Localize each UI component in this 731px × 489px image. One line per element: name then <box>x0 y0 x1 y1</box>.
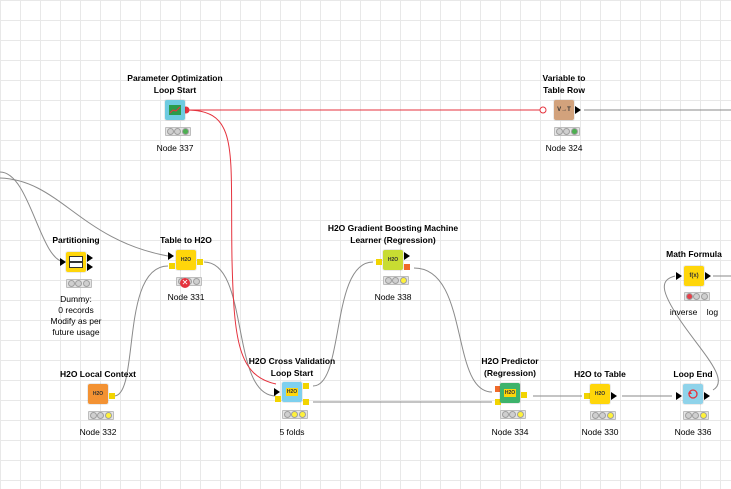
h2o-input-port[interactable] <box>495 399 501 405</box>
status-traffic-light <box>683 411 709 420</box>
output-port-top[interactable] <box>87 254 93 262</box>
status-traffic-light <box>66 279 92 288</box>
variable-to-table-icon[interactable]: V→T <box>554 100 574 120</box>
h2o-input-port[interactable] <box>376 259 382 265</box>
h2o-output-port[interactable] <box>197 259 203 265</box>
wire-input-to-table-to-h2o[interactable] <box>0 177 169 257</box>
input-port[interactable] <box>676 392 682 400</box>
node-label[interactable]: Node 337 <box>156 143 194 153</box>
node-annotation[interactable]: inverse log <box>669 307 719 317</box>
h2o-output-port[interactable] <box>521 392 527 398</box>
h2o-input-port[interactable] <box>275 396 281 402</box>
status-traffic-light <box>684 292 710 301</box>
wire-input-to-partitioning[interactable] <box>0 171 66 263</box>
h2o-input-port[interactable] <box>584 393 590 399</box>
h2o-icon[interactable]: H2O <box>176 250 196 270</box>
node-title: Table to H2O <box>160 235 212 245</box>
output-port[interactable] <box>704 392 710 400</box>
status-traffic-light <box>383 276 409 285</box>
node-annotation[interactable]: 5 folds <box>279 427 305 437</box>
output-port[interactable] <box>705 272 711 280</box>
status-traffic-light <box>554 127 580 136</box>
output-port[interactable] <box>575 106 581 114</box>
status-traffic-light <box>282 410 308 419</box>
node-title: H2O Local Context <box>59 369 137 379</box>
input-port[interactable] <box>274 388 280 396</box>
h2o-context-port[interactable] <box>169 263 175 269</box>
node-title: Partitioning <box>52 235 100 245</box>
cross-validation-icon[interactable]: H2O <box>282 382 302 402</box>
node-label[interactable]: Node 338 <box>374 292 412 302</box>
node-label[interactable]: Node 334 <box>491 427 529 437</box>
node-label[interactable]: Node 336 <box>674 427 712 437</box>
partition-split-icon[interactable] <box>66 252 86 272</box>
h2o-icon[interactable]: H2O <box>590 384 610 404</box>
node-label[interactable]: Node 332 <box>79 427 117 437</box>
status-traffic-light <box>165 127 191 136</box>
node-label[interactable]: Node 324 <box>545 143 583 153</box>
flowvar-param-to-cv[interactable] <box>185 109 277 385</box>
input-port[interactable] <box>676 272 682 280</box>
node-title: Math Formula <box>666 249 722 259</box>
node-title: Loop End <box>673 369 713 379</box>
output-port[interactable] <box>611 392 617 400</box>
output-port-bottom[interactable] <box>87 263 93 271</box>
model-output-port[interactable] <box>404 264 410 270</box>
flowvar-in-port[interactable] <box>539 106 547 114</box>
error-icon[interactable]: ✕ <box>180 278 190 288</box>
status-traffic-light <box>88 411 114 420</box>
wire-gbm-to-predictor[interactable] <box>413 267 493 393</box>
h2o-icon[interactable]: H2O <box>88 384 108 404</box>
input-port[interactable] <box>60 258 66 266</box>
node-label[interactable]: Node 331 <box>167 292 205 302</box>
status-traffic-light <box>590 411 616 420</box>
h2o-context-output-port[interactable] <box>109 393 115 399</box>
input-port[interactable] <box>168 252 174 260</box>
wire-cv-to-gbm[interactable] <box>312 261 374 387</box>
h2o-icon[interactable]: H2O <box>383 250 403 270</box>
model-input-port[interactable] <box>495 386 501 392</box>
node-title: H2O to Table <box>574 369 626 379</box>
math-formula-icon[interactable]: f(x) <box>684 266 704 286</box>
loop-start-chart-icon[interactable] <box>165 100 185 120</box>
wire-table-to-h2o-to-cv[interactable] <box>203 261 277 397</box>
node-label[interactable]: Node 330 <box>581 427 619 437</box>
loop-end-icon[interactable] <box>683 384 703 404</box>
output-port[interactable] <box>404 252 410 260</box>
status-traffic-light <box>500 410 526 419</box>
h2o-predictor-icon[interactable]: H2O <box>500 383 520 403</box>
train-output-port[interactable] <box>303 383 309 389</box>
wire-context-to-table-to-h2o[interactable] <box>113 265 169 397</box>
wire-loop-end-to-math[interactable] <box>663 275 719 391</box>
test-output-port[interactable] <box>303 399 309 405</box>
node-title: H2O Predictor(Regression) <box>481 356 539 378</box>
